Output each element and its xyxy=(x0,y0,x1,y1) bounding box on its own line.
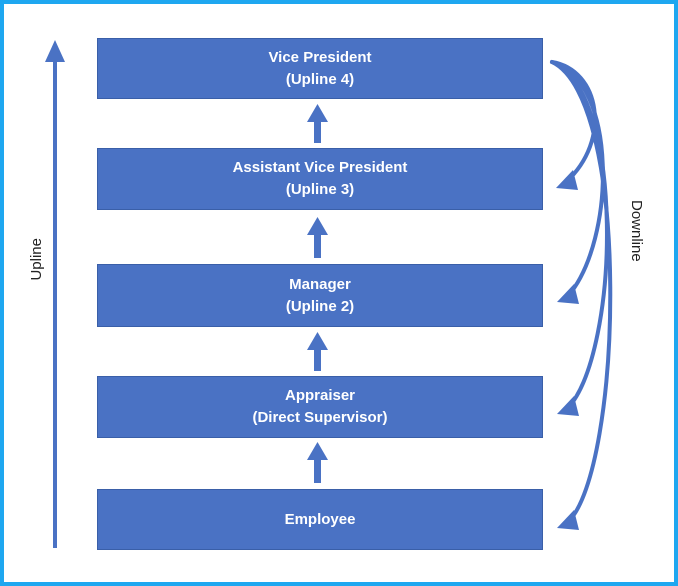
up-arrow-avp-to-vp xyxy=(307,104,328,143)
downline-arrow-to-employee xyxy=(550,60,613,524)
up-arrow-manager-to-avp xyxy=(307,217,328,258)
box-subtitle: (Direct Supervisor) xyxy=(252,409,388,426)
downline-arrow-to-appraiser xyxy=(550,60,609,410)
downline-label: Downline xyxy=(628,200,645,262)
upline-label: Upline xyxy=(28,238,45,281)
downline-arrowhead-avp xyxy=(556,170,578,190)
box-assistant-vice-president: Assistant Vice President (Upline 3) xyxy=(97,148,543,210)
box-subtitle: (Upline 2) xyxy=(285,297,355,315)
downline-arrowhead-employee xyxy=(557,510,579,530)
box-vice-president: Vice President (Upline 4) xyxy=(97,38,543,99)
box-title: Employee xyxy=(284,510,356,528)
box-title: Appraiser xyxy=(284,387,356,404)
downline-arrow-to-manager xyxy=(550,60,605,298)
downline-arrowhead-manager xyxy=(557,284,579,304)
up-arrow-employee-to-appraiser xyxy=(307,442,328,483)
box-subtitle: (Upline 3) xyxy=(285,181,355,198)
box-subtitle: (Upline 4) xyxy=(285,70,355,88)
upline-arrowhead xyxy=(45,40,65,62)
box-manager: Manager (Upline 2) xyxy=(97,264,543,327)
downline-arrowhead-appraiser xyxy=(557,396,579,416)
box-title: Assistant Vice President xyxy=(232,159,408,176)
box-title: Manager xyxy=(289,275,351,293)
box-title: Vice President xyxy=(268,48,372,66)
box-appraiser: Appraiser (Direct Supervisor) xyxy=(97,376,543,438)
up-arrow-appraiser-to-manager xyxy=(307,332,328,371)
box-employee: Employee xyxy=(97,489,543,550)
